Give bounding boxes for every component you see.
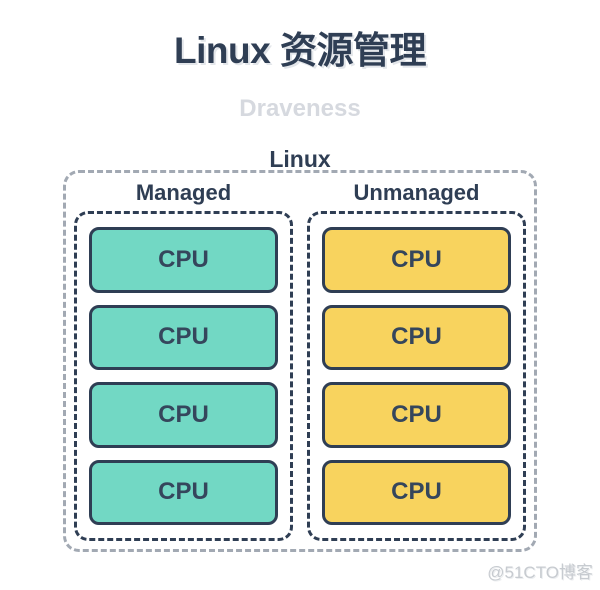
- unmanaged-cpu-box-3: CPU: [322, 382, 511, 448]
- managed-cpu-box-4: CPU: [89, 459, 278, 525]
- linux-resources-container: Managed CPU CPU CPU CPU Unmanaged CPU CP…: [63, 170, 537, 552]
- unmanaged-cpu-box-1: CPU: [322, 227, 511, 293]
- unmanaged-group: Unmanaged CPU CPU CPU CPU: [307, 175, 526, 541]
- managed-cpu-box-3: CPU: [89, 382, 278, 448]
- site-watermark: @51CTO博客: [487, 563, 593, 582]
- managed-cpu-box-1: CPU: [89, 227, 278, 293]
- page-title: Linux 资源管理: [174, 30, 426, 71]
- unmanaged-cpu-box-4: CPU: [322, 459, 511, 525]
- managed-group-label: Managed: [135, 180, 232, 205]
- managed-cpu-container: CPU CPU CPU CPU: [74, 211, 293, 541]
- unmanaged-cpu-box-2: CPU: [322, 304, 511, 370]
- unmanaged-group-label: Unmanaged: [353, 180, 480, 205]
- unmanaged-cpu-container: CPU CPU CPU CPU: [307, 211, 526, 541]
- managed-cpu-box-2: CPU: [89, 304, 278, 370]
- managed-group: Managed CPU CPU CPU CPU: [74, 175, 293, 541]
- author-signature: Draveness: [239, 95, 361, 122]
- linux-root-label: Linux: [269, 146, 331, 172]
